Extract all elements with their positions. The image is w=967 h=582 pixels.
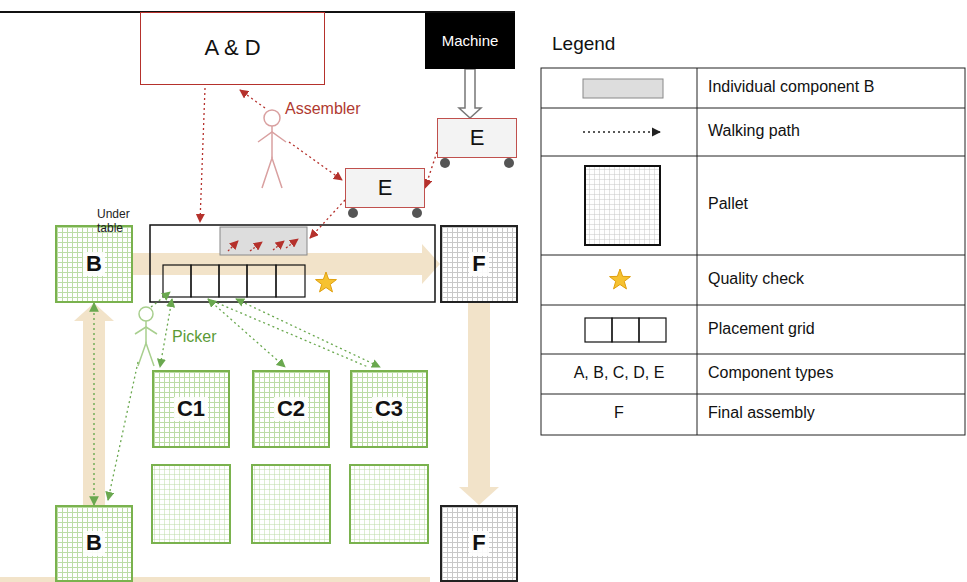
legend-text: Walking path [708,122,800,140]
legend-text: Final assembly [708,404,815,422]
grid-cell [219,265,247,297]
node-text: B [83,252,105,276]
quality-star [316,272,337,292]
walking-path [310,200,345,238]
pallet-box: F [440,505,518,582]
node-text: F [469,531,488,555]
note-label: Under table [97,208,141,236]
cart-wheel [348,208,358,218]
legend-text: Pallet [708,195,748,213]
walking-path [425,152,437,188]
legend-rule [541,156,965,157]
role-label: Assembler [285,100,361,118]
walking-path [151,292,170,307]
legend-component-sample [583,79,663,98]
grid-cell [276,265,305,297]
legend-text: Component types [708,364,833,382]
pallet [350,465,428,543]
legend-rule [541,354,965,355]
pallet [252,465,330,543]
machine-box: Machine [425,13,515,69]
grid-cell [247,265,276,297]
walking-path [200,88,205,222]
legend-grid-sample [585,318,612,342]
walking-path [250,242,262,251]
node-text: C3 [372,397,406,421]
walking-path [228,241,238,251]
walking-path [286,239,298,248]
legend-sample-text: A, B, C, D, E [541,364,697,382]
pallet-box: F [440,225,518,303]
cart-box: E [345,168,425,208]
assembler-figure [264,110,280,126]
legend-heading: Legend [552,33,615,55]
node-text: C2 [274,397,308,421]
assembler-figure [258,132,286,142]
legend-star-sample [610,269,631,289]
legend-grid-sample [612,318,639,342]
storage-box: A & D [140,12,325,85]
walking-path [273,241,284,250]
role-label: Picker [172,328,216,346]
walking-path [236,299,380,367]
legend-text: Placement grid [708,320,815,338]
legend-rule [541,305,965,306]
node-text: C1 [174,397,208,421]
picker-figure [145,321,147,343]
cart-wheel [504,158,514,168]
node-text: B [83,531,105,555]
node-text: A & D [204,36,260,60]
picker-figure [139,307,153,321]
picker-figure [135,327,157,334]
legend-frame [541,68,965,435]
grid-cell [163,265,191,297]
walking-path [240,90,265,108]
pallet-box: B [55,505,133,582]
pallet [152,465,230,543]
assembler-figure [271,126,273,158]
assembler-figure [262,158,282,188]
walking-path [208,299,368,367]
pallet-box: C1 [152,370,230,448]
legend-rule [541,108,965,109]
walking-path [108,362,138,500]
picker-figure [138,343,154,366]
pallet-box: C2 [252,370,330,448]
node-text: F [469,252,488,276]
work-table [150,225,435,302]
pallet-box: C3 [350,370,428,448]
flow-arrow [459,303,499,505]
legend-text: Quality check [708,270,804,288]
cart-box: E [437,118,517,158]
walking-path [208,299,285,367]
cart-wheel [412,208,422,218]
node-text: Machine [442,33,499,50]
node-text: E [470,126,485,150]
node-text: E [378,176,393,200]
component-strip [220,227,307,255]
legend-rule [541,255,965,256]
legend-sample-text: F [541,404,697,422]
walking-path [160,299,172,367]
cart-wheel [440,158,450,168]
legend-rule [541,394,965,395]
feed-arrow [459,69,481,118]
flow-arrow [74,303,114,505]
walking-path [289,142,342,180]
legend-rule [697,68,698,435]
legend-pallet-sample [585,166,660,245]
walking-path [93,303,94,505]
legend-grid-sample [639,318,666,342]
grid-cell [191,265,219,297]
legend-path-sample [583,131,660,132]
legend-text: Individual component B [708,78,874,96]
pallet-box: B [55,225,133,303]
